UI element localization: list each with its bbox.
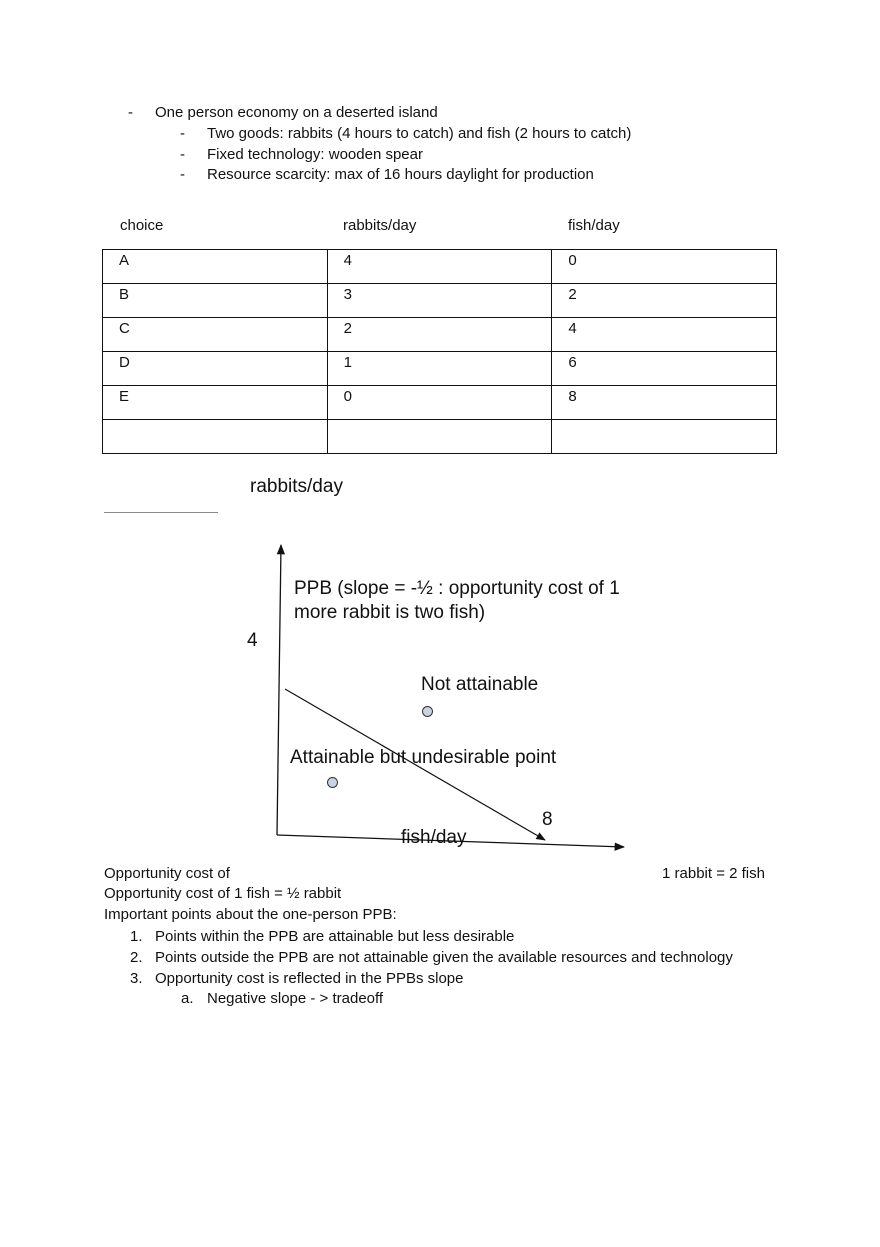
sub-point-number: a. [181,990,194,1007]
y-tick-4: 4 [247,630,258,651]
bullet-main: One person economy on a deserted island [155,104,438,121]
table-cell [326,419,553,454]
list-text: Points outside the PPB are not attainabl… [155,949,733,966]
table-row: C 2 4 [102,317,777,352]
sub-bullet-scarcity: Resource scarcity: max of 16 hours dayli… [207,166,594,183]
sub-bullet-dash: - [180,146,185,163]
choice-table: A 4 0 B 3 2 C 2 4 D 1 6 E 0 8 [102,249,777,454]
table-cell [551,419,777,454]
list-number: 3. [130,970,143,987]
sub-bullet-goods: Two goods: rabbits (4 hours to catch) an… [207,125,632,142]
sub-point-text: Negative slope - > tradeoff [207,990,384,1007]
table-cell: 4 [551,317,777,352]
sub-bullet-dash: - [180,125,185,142]
table-cell: B [102,283,328,318]
attainable-point [327,777,338,788]
table-row: D 1 6 [102,351,777,386]
sub-bullet-dash: - [180,166,185,183]
opp-cost-right: 1 rabbit = 2 fish [662,865,765,882]
list-text: Points within the PPB are attainable but… [155,928,515,945]
table-cell: D [102,351,328,386]
table-cell: C [102,317,328,352]
y-axis [276,543,286,836]
opp-cost-fish: Opportunity cost of 1 fish = ½ rabbit [104,885,342,902]
list-number: 1. [130,928,143,945]
table-row: B 3 2 [102,283,777,318]
table-cell: 4 [326,249,553,284]
header-rabbits: rabbits/day [343,217,417,234]
not-attainable-point [422,706,433,717]
x-axis [276,834,626,851]
list-text: Opportunity cost is reflected in the PPB… [155,970,464,987]
ppb-annotation-line2: more rabbit is two fish) [294,602,486,623]
y-axis-label: rabbits/day [250,476,343,497]
x-tick-8: 8 [542,809,553,830]
not-attainable-label: Not attainable [421,674,539,695]
sub-bullet-technology: Fixed technology: wooden spear [207,146,423,163]
header-choice: choice [120,217,164,234]
attainable-label: Attainable but undesirable point [290,747,557,768]
ppb-line [284,688,546,841]
x-axis-label: fish/day [401,827,467,848]
bullet-dash: - [128,104,133,121]
table-cell: 6 [551,351,777,386]
list-number: 2. [130,949,143,966]
table-cell: 2 [551,283,777,318]
divider-line [104,512,218,513]
table-row [102,419,777,454]
important-heading: Important points about the one-person PP… [104,906,397,923]
ppb-annotation-line1: PPB (slope = -½ : opportunity cost of 1 [294,578,620,599]
table-cell: E [102,385,328,420]
header-fish: fish/day [568,217,620,234]
table-cell [102,419,328,454]
opp-cost-left: Opportunity cost of [104,865,230,882]
